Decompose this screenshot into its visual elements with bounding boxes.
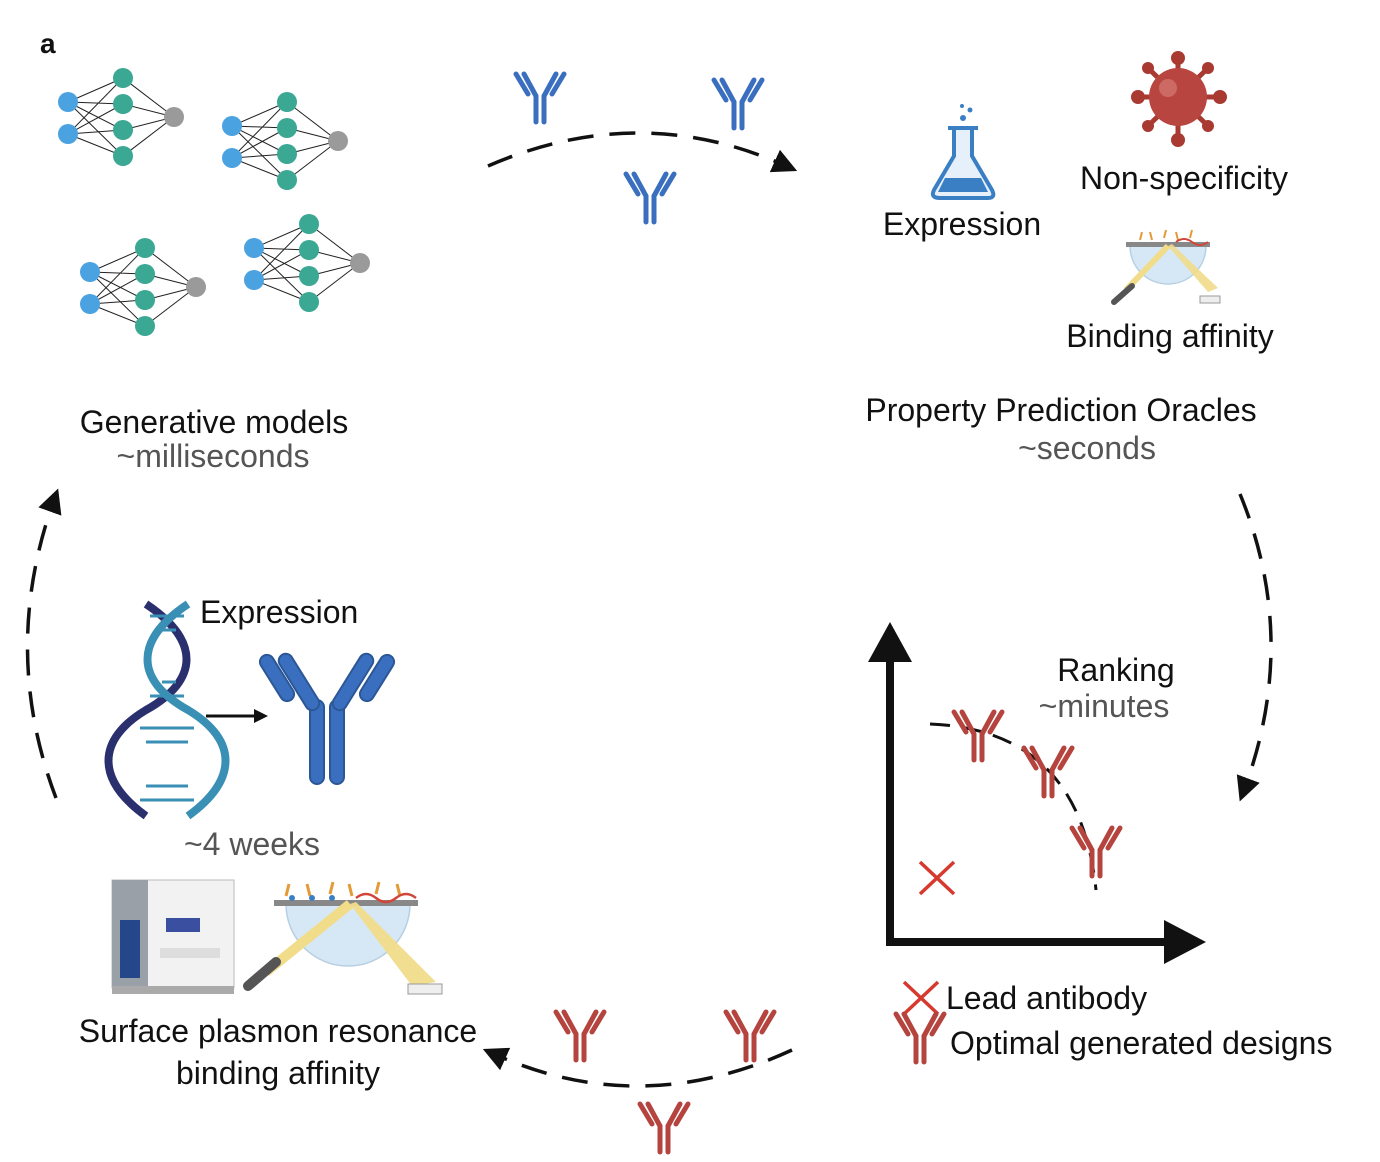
oracle-nonspecificity-label: Non-specificity [1079, 160, 1289, 196]
flask-icon [930, 104, 996, 200]
ranking-plot-axes [868, 622, 1206, 964]
top-cycle-arrow [487, 131, 798, 173]
virus-icon [1131, 51, 1227, 147]
spr-title-line2: binding affinity [176, 1055, 380, 1091]
spr-sensor-icon [1111, 229, 1221, 305]
spr-title-line1: Surface plasmon resonance [78, 1013, 478, 1049]
neural-network-icon [57, 67, 185, 167]
dna-icon [104, 600, 230, 820]
antibody-icon [640, 1104, 688, 1152]
expression-arrow [206, 709, 268, 723]
neural-network-icon [79, 237, 207, 337]
legend-cross-icon [902, 980, 940, 1016]
antibody-icon [556, 1012, 604, 1060]
antibody-icon [516, 74, 564, 122]
spr-instrument-icon [111, 879, 235, 994]
antibody-icon [1072, 828, 1120, 876]
spr-sensor-large-icon [243, 881, 443, 995]
right-cycle-arrow [1236, 493, 1273, 802]
antibody-icon [726, 1012, 774, 1060]
lab-time: ~4 weeks [183, 826, 321, 862]
oracles-title: Property Prediction Oracles [865, 392, 1257, 428]
antibody-large-icon [258, 652, 396, 785]
ranking-time: ~minutes [1038, 688, 1170, 724]
oracles-time: ~seconds [1018, 430, 1156, 466]
legend-antibody-icon [896, 1014, 944, 1062]
panel-label: a [40, 28, 56, 59]
legend-optimal-label: Optimal generated designs [950, 1025, 1333, 1061]
antibody-icon [714, 80, 762, 128]
left-cycle-arrow [25, 488, 62, 799]
lab-expression-label: Expression [200, 594, 359, 630]
bottom-cycle-arrow [482, 1047, 793, 1088]
generative-models-title: Generative models [79, 404, 349, 440]
oracle-binding-label: Binding affinity [1066, 318, 1274, 354]
oracle-expression-label: Expression [882, 206, 1042, 242]
neural-network-icon [221, 91, 349, 191]
lead-antibody-cross-icon [918, 860, 956, 896]
neural-network-icon [243, 213, 371, 313]
ranking-title: Ranking [1057, 652, 1175, 688]
legend-lead-label: Lead antibody [946, 980, 1148, 1016]
generative-models-time: ~milliseconds [116, 438, 310, 474]
antibody-icon [626, 174, 674, 222]
